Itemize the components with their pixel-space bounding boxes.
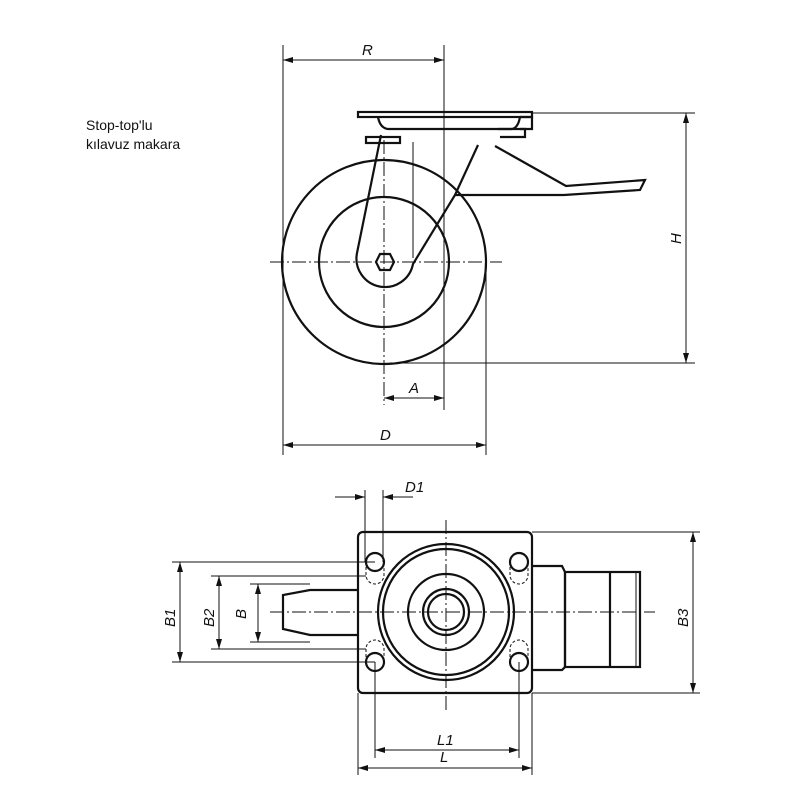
dim-A: A bbox=[408, 380, 419, 397]
fork bbox=[355, 134, 479, 289]
dim-R: R bbox=[362, 42, 373, 59]
caption-line-2: kılavuz makara bbox=[86, 136, 181, 152]
dim-D1: D1 bbox=[405, 479, 424, 496]
top-plate bbox=[356, 110, 534, 119]
brake-lever bbox=[455, 145, 647, 197]
caption: Stop-top'lu kılavuz makara bbox=[86, 116, 180, 154]
dim-B: B bbox=[233, 609, 250, 619]
caption-line-1: Stop-top'lu bbox=[86, 117, 153, 133]
dim-L: L bbox=[440, 749, 448, 766]
dim-B2: B2 bbox=[201, 608, 218, 627]
dim-H: H bbox=[668, 233, 685, 244]
side-view: R H A D bbox=[270, 42, 695, 455]
dim-D: D bbox=[380, 427, 391, 444]
dim-B1: B1 bbox=[162, 609, 179, 627]
brake-top bbox=[532, 564, 567, 672]
dim-B3: B3 bbox=[675, 608, 692, 627]
dim-L1: L1 bbox=[437, 732, 454, 749]
top-view: B1 B2 B B3 D1 L1 L bbox=[162, 479, 700, 775]
